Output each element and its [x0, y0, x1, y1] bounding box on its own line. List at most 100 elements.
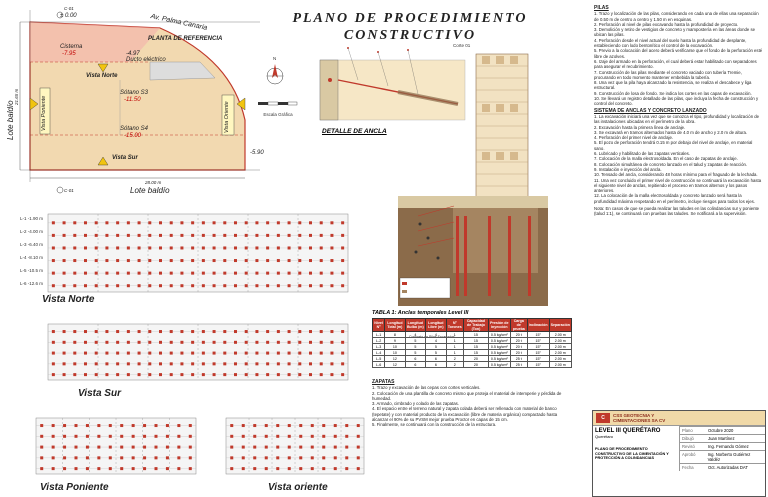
anchor-marker — [310, 434, 314, 438]
anchor-marker — [126, 362, 130, 366]
anchor-marker — [126, 284, 130, 288]
anchor-marker — [126, 221, 130, 225]
anchor-marker — [276, 330, 280, 334]
anchor-marker — [266, 340, 270, 344]
anchor-marker — [276, 246, 280, 250]
anclas-note: 6. Lubricado y habilitado de las zapatas… — [594, 151, 691, 157]
anchor-marker — [230, 467, 234, 471]
field-label: Revisó — [682, 444, 695, 449]
anchor-marker — [180, 246, 184, 250]
anchor-marker — [241, 456, 245, 460]
anchor-marker — [143, 434, 147, 438]
anchor-marker — [137, 373, 141, 377]
anchor-marker — [148, 340, 152, 344]
anchor-marker — [309, 221, 312, 225]
anchor-marker — [287, 424, 291, 428]
table-header-cell: Presión de inyección — [487, 318, 511, 332]
anchor-marker — [341, 221, 345, 225]
anchor-marker — [345, 424, 349, 428]
anchor-marker — [223, 362, 227, 366]
anchor-marker — [51, 456, 55, 460]
anchor-marker — [319, 373, 323, 377]
anchor-marker — [94, 246, 98, 250]
table-cell: 12 — [384, 361, 406, 368]
elevation-norte-drawing — [47, 213, 349, 293]
sotano-s3: Sótano S3 — [120, 90, 149, 96]
anchor-marker — [51, 373, 55, 377]
anchor-marker — [131, 467, 135, 471]
anchor-marker — [177, 456, 181, 460]
anchor-marker — [191, 246, 195, 250]
anchor-marker — [223, 221, 227, 225]
anchor-marker — [330, 351, 334, 355]
anchor-marker — [85, 467, 89, 471]
anchor-marker — [62, 362, 66, 366]
anchor-marker — [298, 373, 302, 377]
anchor-marker — [253, 445, 257, 449]
anchor-marker — [223, 351, 227, 355]
field-label: Plano — [682, 428, 693, 433]
anchor-marker — [105, 284, 109, 288]
anchor-marker — [266, 330, 270, 334]
anchor-marker — [201, 284, 205, 288]
anchor-marker — [223, 259, 227, 263]
anchor-marker — [212, 362, 216, 366]
anchor-marker — [51, 330, 55, 334]
anchor-marker — [143, 467, 147, 471]
project-location: Querétaro — [595, 434, 614, 439]
plan-title-line1: PLANO DE PROCEDIMIENTO — [292, 11, 528, 26]
zapatas-heading: ZAPATAS — [372, 379, 395, 385]
anchor-marker — [73, 271, 77, 275]
anchor-marker — [276, 233, 280, 237]
anchor-marker — [287, 340, 291, 344]
anchor-marker — [169, 259, 173, 263]
anchor-marker — [84, 233, 87, 237]
field-value: Octubre 2020 — [708, 428, 734, 433]
anchor-marker — [223, 330, 227, 334]
field-value: Oct. Autorizadas DAT — [708, 465, 748, 470]
anchor-marker — [244, 362, 248, 366]
anchor-marker — [276, 221, 280, 225]
anchor-marker — [223, 284, 227, 288]
anchor-detail-label: DETALLE DE ANCLA — [322, 128, 387, 135]
anchor-marker — [94, 373, 98, 377]
anchor-marker — [177, 434, 181, 438]
anchor-marker — [131, 434, 135, 438]
zapatas-item: 4. El espacio entre el terreno natural y… — [372, 406, 558, 423]
anchor-marker — [126, 246, 130, 250]
anchor-marker — [255, 373, 259, 377]
anchor-marker — [322, 467, 326, 471]
anchor-marker — [143, 424, 147, 428]
vista-oriente-label: Vista Oriente — [224, 101, 230, 133]
anchor-marker — [105, 362, 109, 366]
elevation-norte: Vista Norte — [18, 206, 354, 310]
anchor-marker — [73, 330, 77, 334]
anchor-marker — [266, 221, 270, 225]
anchor-marker — [266, 271, 270, 275]
anchor-marker — [201, 246, 205, 250]
anchor-marker — [126, 373, 130, 377]
anchor-marker — [287, 373, 291, 377]
anchor-marker — [244, 284, 248, 288]
pilas-note: 8. Una vez que la pila haya alcanzado la… — [594, 80, 752, 91]
project-name: LEVEL III QUERÉTARO — [595, 428, 661, 434]
anchor-marker — [148, 271, 152, 275]
anchor-marker — [299, 424, 303, 428]
anchor-marker — [137, 259, 141, 263]
anchor-marker — [223, 373, 227, 377]
anchor-marker — [84, 284, 87, 288]
anchor-marker — [159, 221, 162, 225]
anchor-marker — [51, 445, 55, 449]
anchor-marker — [298, 259, 302, 263]
anchor-marker — [137, 271, 141, 275]
anchor-marker — [319, 362, 323, 366]
anchor-marker — [356, 424, 360, 428]
anchor-marker — [212, 284, 216, 288]
pilas-note: 2. Perforación al nivel de pilas excavan… — [594, 21, 739, 27]
anchor-marker — [319, 351, 323, 355]
anchor-marker — [333, 434, 337, 438]
anchor-marker — [97, 456, 101, 460]
anchor-marker — [230, 424, 234, 428]
